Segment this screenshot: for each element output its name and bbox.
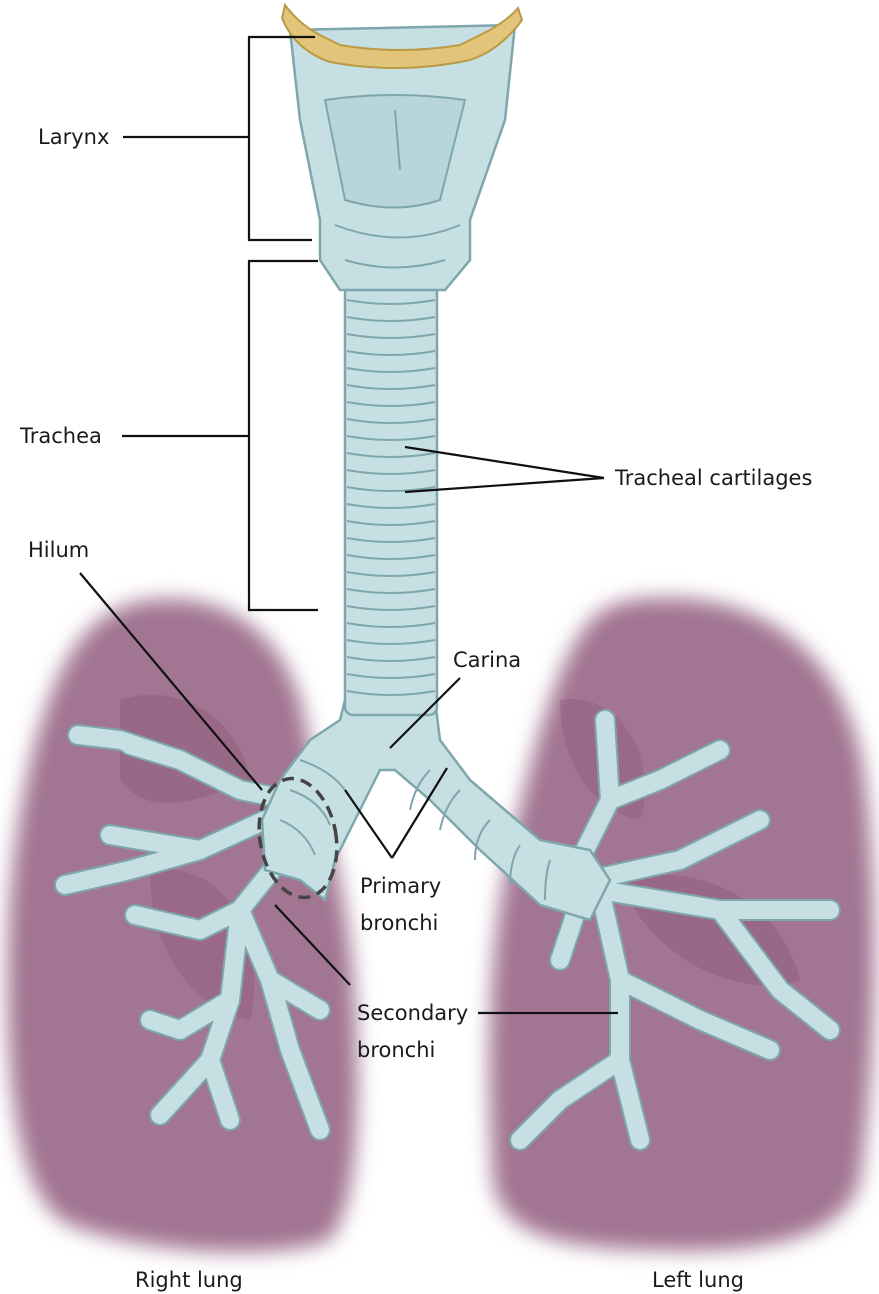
label-tracheal-cartilages: Tracheal cartilages	[614, 466, 812, 490]
tracheal-cartilage-ring	[346, 384, 436, 390]
tracheal-cartilage-ring	[346, 418, 436, 424]
tracheal-cartilage-ring	[346, 571, 436, 577]
tracheal-cartilage-ring	[346, 537, 436, 543]
tracheal-cartilage-ring	[346, 673, 436, 679]
label-right-lung: Right lung	[135, 1268, 243, 1292]
tracheal-cartilage-ring	[346, 350, 436, 356]
tracheal-cartilage-ring	[346, 299, 436, 305]
label-secondary-bronchi-2: bronchi	[357, 1038, 435, 1062]
tracheal-cartilage-ring	[346, 333, 436, 339]
hilum-outline	[257, 776, 339, 900]
label-carina: Carina	[453, 648, 521, 672]
tracheal-cartilage-ring	[346, 435, 436, 441]
tracheal-cartilage-ring	[346, 469, 436, 475]
leader-lines	[79, 35, 618, 1015]
tracheal-cartilage-ring	[346, 656, 436, 662]
label-primary-bronchi-1: Primary	[360, 874, 441, 898]
label-left-lung: Left lung	[652, 1268, 744, 1292]
label-primary-bronchi-2: bronchi	[360, 911, 438, 935]
tracheal-cartilage-ring	[346, 554, 436, 560]
tracheal-cartilage-ring	[346, 690, 436, 696]
tracheal-cartilage-ring	[346, 605, 436, 611]
primary-bronchi	[260, 698, 612, 922]
trachea	[343, 283, 439, 717]
tracheal-cartilage-ring	[346, 452, 436, 458]
tracheal-cartilage-ring	[346, 639, 436, 645]
tracheal-cartilage-ring	[346, 622, 436, 628]
tracheal-cartilage-ring	[346, 401, 436, 407]
left-lung	[489, 597, 875, 1251]
larynx	[280, 2, 524, 292]
tracheal-cartilage-ring	[346, 503, 436, 509]
tracheal-cartilage-ring	[346, 520, 436, 526]
tracheal-cartilage-ring	[346, 486, 436, 492]
label-hilum: Hilum	[28, 538, 89, 562]
label-larynx: Larynx	[38, 125, 109, 149]
tracheal-cartilage-ring	[346, 588, 436, 594]
label-secondary-bronchi-1: Secondary	[357, 1001, 468, 1025]
tracheal-cartilage-ring	[346, 367, 436, 373]
left-bronchial-tree	[509, 709, 841, 1151]
right-bronchial-tree	[54, 724, 331, 1141]
epiglottis	[280, 2, 524, 69]
tracheal-cartilage-ring	[346, 316, 436, 322]
label-trachea: Trachea	[19, 424, 102, 448]
